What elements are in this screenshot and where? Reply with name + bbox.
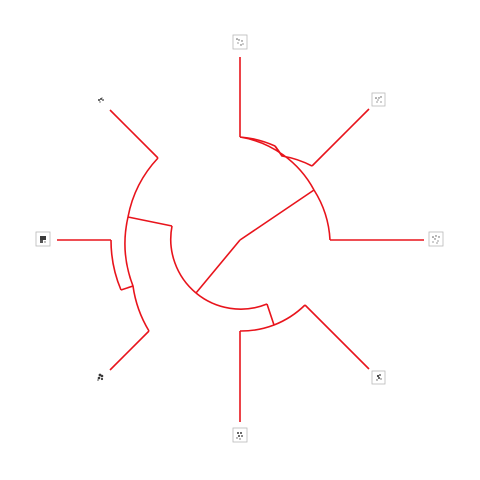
branch-subclade-left bbox=[127, 216, 173, 227]
branches bbox=[57, 57, 424, 422]
leaf-frame bbox=[232, 427, 248, 443]
arc-right-clade bbox=[239, 136, 315, 191]
leaf-right bbox=[428, 231, 444, 247]
leaf-top bbox=[232, 34, 248, 50]
leaf-upper-left bbox=[94, 93, 107, 106]
arc-subclade-bottom bbox=[239, 304, 306, 332]
dense-cluster-icon bbox=[97, 373, 104, 381]
leaf-left bbox=[35, 231, 51, 247]
leaf-upper-right bbox=[371, 92, 386, 107]
arc-right-clade-lower bbox=[313, 189, 331, 241]
leaf-lower-right bbox=[371, 370, 386, 385]
arc-lower-main bbox=[195, 292, 268, 310]
scatter-dots-icon bbox=[375, 96, 382, 103]
branch-root-left bbox=[195, 239, 241, 294]
arc-left-inner-sub bbox=[110, 239, 122, 291]
leaf-lower-left bbox=[94, 370, 107, 383]
leaf-frame bbox=[371, 92, 386, 107]
arc-subclade-top bbox=[239, 136, 276, 147]
arc-subclade-top-b bbox=[274, 145, 313, 167]
leaf-frame bbox=[94, 370, 107, 383]
leaf-frame bbox=[428, 231, 444, 247]
arc-left-outer bbox=[124, 157, 159, 332]
branch-leaf-upper-left bbox=[109, 109, 159, 159]
sparse-dots-icon bbox=[236, 38, 244, 46]
branch-root-right bbox=[239, 189, 315, 241]
branch-leaf-upper-right bbox=[311, 108, 370, 167]
branch-subclade-bottom bbox=[266, 303, 275, 326]
small-cluster-icon bbox=[98, 97, 104, 103]
branch-subclade-left-inner bbox=[120, 285, 134, 291]
square-pattern-icon bbox=[40, 236, 46, 243]
cluster-dots-icon bbox=[376, 374, 382, 381]
leaf-bottom bbox=[232, 427, 248, 443]
scatter-dots-icon bbox=[432, 235, 440, 244]
leaf-frame bbox=[232, 34, 248, 50]
cluster-dots-icon bbox=[236, 432, 243, 440]
branch-leaf-lower-left bbox=[109, 330, 150, 371]
arc-left-inner bbox=[169, 225, 197, 294]
branch-leaf-lower-right bbox=[304, 304, 370, 370]
